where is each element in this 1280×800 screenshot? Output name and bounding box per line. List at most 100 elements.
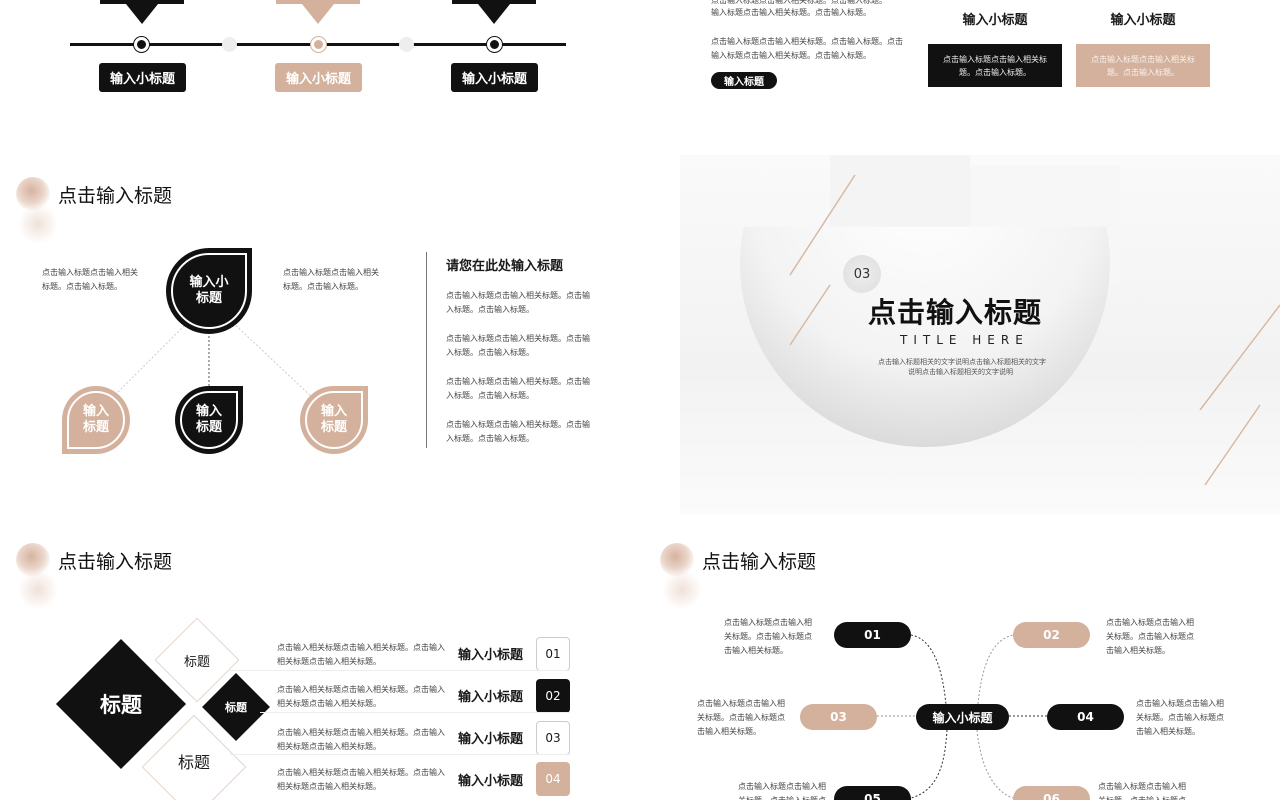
left-desc: 点击输入标题点击输入相关标题。点击输入标题。: [42, 268, 138, 291]
row2-text-1: 点击输入相关标题点击输入相关标题。点击输入: [277, 685, 445, 694]
slide-title: 点击输入标题: [58, 185, 173, 207]
diamond-mid-label: 标题: [225, 701, 247, 714]
node03-text-2: 关标题。点击输入标题点: [697, 713, 785, 722]
timeline-dot-gap-1: [222, 37, 237, 52]
right-desc: 点击输入标题点击输入相关标题。点击输入标题。: [283, 268, 379, 291]
drop-mid: 输入标题: [175, 386, 243, 454]
side-para-4: 点击输入标题点击输入相关标题。点击输入标题。点击输入标题。: [446, 420, 590, 443]
row1-text-2: 相关标题点击输入相关标题。: [277, 657, 381, 666]
tr-para1-line2: 输入标题点击输入相关标题。点击输入标题。: [711, 8, 871, 17]
side-para-1: 点击输入标题点击输入相关标题。点击输入标题。点击输入标题。: [446, 291, 590, 314]
section-number: 03: [843, 255, 881, 293]
row3-divider: [230, 754, 570, 755]
tr-box-dark: 点击输入标题点击输入相关标题。点击输入标题。: [928, 44, 1062, 87]
row3-label: 输入小标题: [458, 732, 524, 747]
section-subtitle: TITLE HERE: [900, 333, 1029, 347]
mindmap-curves: [877, 634, 1047, 799]
row2-number: 02: [536, 679, 570, 713]
row4-number: 04: [536, 762, 570, 796]
slide-drop-diagram: 点击输入标题 点击输入标题点击输入相关标题。点击输入标题。 点击输入标题点击输入…: [0, 160, 640, 500]
node-05: 05: [834, 786, 911, 800]
drop-mid-label: 输入标题: [180, 391, 238, 449]
node04-text-2: 关标题。点击输入标题点: [1136, 713, 1224, 722]
tr-input-title-button[interactable]: 输入标题: [711, 72, 777, 89]
row4-label: 输入小标题: [458, 774, 524, 789]
node-04: 04: [1047, 704, 1124, 730]
node05-text-2: 关标题。点击输入标题点: [738, 794, 826, 800]
row2-text-2: 相关标题点击输入相关标题。: [277, 699, 381, 708]
decor-blob-shadow: [18, 570, 58, 610]
timeline-label-1: 输入小标题: [99, 63, 186, 92]
side-para-2: 点击输入标题点击输入相关标题。点击输入标题。点击输入标题。: [446, 334, 590, 357]
slide-title: 点击输入标题: [702, 551, 817, 573]
side-title: 请您在此处输入标题: [446, 259, 564, 274]
node02-text-3: 击输入相关标题。: [1106, 646, 1170, 655]
node05-text-1: 点击输入标题点击输入相: [738, 782, 826, 791]
slide-diamond-list: 点击输入标题 标题 标题 标题 标题 点击输入相关标题点击输入相关标题。点击输入…: [0, 530, 640, 800]
node-01: 01: [834, 622, 911, 648]
node01-text-3: 击输入相关标题。: [724, 646, 788, 655]
decor-blob-shadow: [18, 204, 58, 244]
node-02: 02: [1013, 622, 1090, 648]
timeline-dot-1: [134, 37, 149, 52]
pointer-triangle-3: [478, 4, 510, 24]
row1-label: 输入小标题: [458, 648, 524, 663]
timeline-label-2: 输入小标题: [275, 63, 362, 92]
pointer-triangle-1: [126, 4, 158, 24]
slide-timeline: 输入小标题 输入小标题 输入小标题: [0, 0, 640, 120]
section-desc-1: 点击输入标题相关的文字说明点击输入标题相关的文字: [878, 358, 1046, 366]
timeline-dot-gap-2: [399, 37, 414, 52]
section-title: 点击输入标题: [868, 296, 1043, 329]
row1-text-1: 点击输入相关标题点击输入相关标题。点击输入: [277, 643, 445, 652]
diamond-top-label: 标题: [183, 654, 210, 670]
section-desc-2: 说明点击输入标题相关的文字说明: [908, 368, 1013, 376]
row3-number: 03: [536, 721, 570, 755]
slide-section-cover: 03 点击输入标题 TITLE HERE 点击输入标题相关的文字说明点击输入标题…: [680, 155, 1280, 515]
drop-right-label: 输入标题: [305, 391, 363, 449]
timeline-dot-2: [311, 37, 326, 52]
row3-text-2: 相关标题点击输入相关标题。: [277, 742, 381, 751]
row3-text-1: 点击输入相关标题点击输入相关标题。点击输入: [277, 728, 445, 737]
node-03: 03: [800, 704, 877, 730]
row1-divider: [230, 670, 570, 671]
pointer-box-3: [452, 0, 536, 4]
decor-lines: [789, 174, 1280, 486]
tr-box-tan: 点击输入标题点击输入相关标题。点击输入标题。: [1076, 44, 1210, 87]
node04-text-3: 击输入相关标题。: [1136, 727, 1200, 736]
diamond-big-label: 标题: [100, 693, 142, 717]
node03-text-3: 击输入相关标题。: [697, 727, 761, 736]
row2-label: 输入小标题: [458, 690, 524, 705]
node01-text-2: 关标题。点击输入标题点: [724, 632, 812, 641]
drop-left-label: 输入标题: [67, 391, 125, 449]
drop-top: 输入小标题: [166, 248, 252, 334]
tr-col2-title: 输入小标题: [1110, 12, 1176, 28]
drop-left: 输入标题: [62, 386, 130, 454]
drop-right: 输入标题: [300, 386, 368, 454]
node02-text-2: 关标题。点击输入标题点: [1106, 632, 1194, 641]
slide-top-right: 点击输入标题点击输入相关标题。点击输入标题。 输入标题点击输入相关标题。点击输入…: [640, 0, 1280, 120]
pointer-box-1: [100, 0, 184, 4]
tr-para2-line2: 输入标题点击输入相关标题。点击输入标题。: [711, 51, 871, 60]
mindmap-center: 输入小标题: [916, 704, 1009, 730]
drop-top-label: 输入小标题: [171, 253, 247, 329]
pointer-triangle-2: [302, 4, 334, 24]
vertical-divider: [426, 252, 427, 448]
slide-mindmap: 点击输入标题 输入小标题 01 02 03 04 05 06 点击输入标题点击输…: [640, 530, 1280, 800]
timeline-label-3: 输入小标题: [451, 63, 538, 92]
slide-title: 点击输入标题: [58, 551, 173, 573]
row4-text-2: 相关标题点击输入相关标题。: [277, 782, 381, 791]
row1-number: 01: [536, 637, 570, 671]
node-06: 06: [1013, 786, 1090, 800]
node01-text-1: 点击输入标题点击输入相: [724, 618, 812, 627]
pointer-box-2: [276, 0, 360, 4]
side-para-3: 点击输入标题点击输入相关标题。点击输入标题。点击输入标题。: [446, 377, 590, 400]
row4-text-1: 点击输入相关标题点击输入相关标题。点击输入: [277, 768, 445, 777]
timeline-dot-3: [487, 37, 502, 52]
diamond-bottom-label: 标题: [177, 753, 210, 772]
node06-text-2: 关标题。点击输入标题点: [1098, 794, 1186, 800]
node03-text-1: 点击输入标题点击输入相: [697, 699, 785, 708]
decor-blob-shadow: [662, 570, 702, 610]
row2-divider: [260, 712, 570, 713]
node02-text-1: 点击输入标题点击输入相: [1106, 618, 1194, 627]
node04-text-1: 点击输入标题点击输入相: [1136, 699, 1224, 708]
